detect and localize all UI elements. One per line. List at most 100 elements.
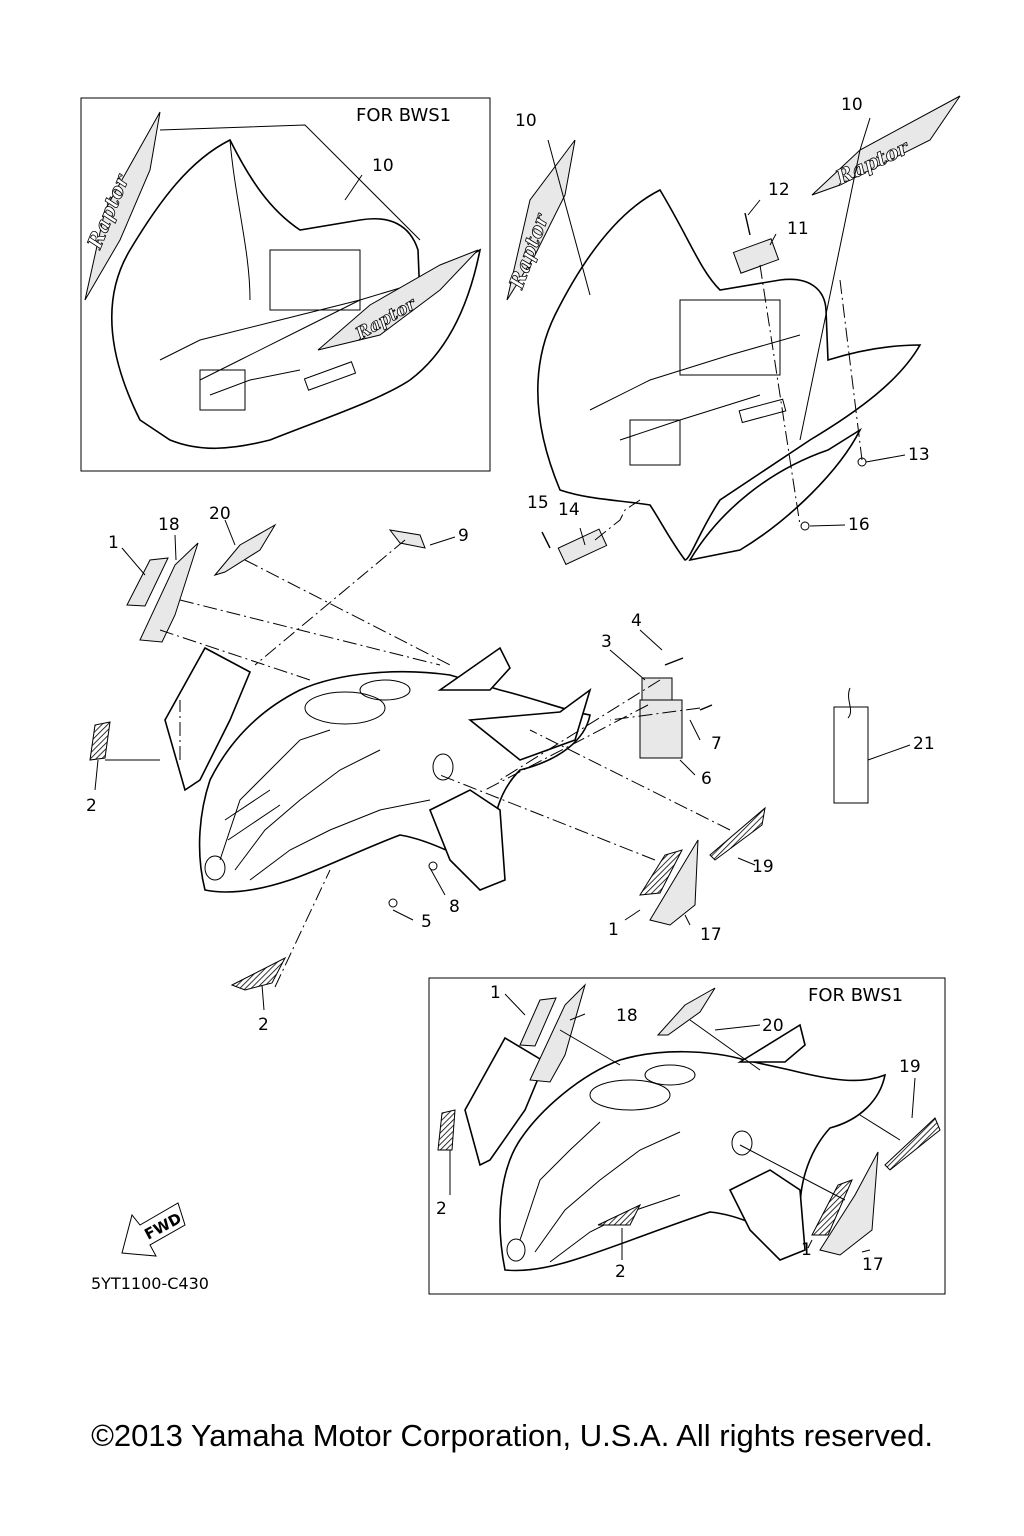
front-fender-bracket [437,646,511,691]
decal-2-side [89,721,111,761]
front-fender-ribs [219,729,431,881]
callout-10-b: 10 [841,95,863,115]
callout-11: 11 [787,219,809,239]
decal-1-top [126,557,169,607]
front-fender-wheel-arch [428,789,506,891]
inset-frame [80,97,491,472]
fwd-arrow-icon [121,1202,186,1257]
front-fender-left-wing [164,646,252,792]
callout-6: 6 [701,769,712,789]
part-14 [557,528,608,566]
part-5 [388,898,398,908]
leader-10 [159,124,421,241]
callout-12: 12 [768,180,790,200]
callout-2-side: 2 [86,796,97,816]
main-solid-leaders [94,519,911,1011]
callout-9: 9 [458,526,469,546]
parts-diagram: FOR BWS1 Raptor Raptor 10 Raptor Raptor [80,95,961,1295]
callout-15: 15 [527,493,549,513]
part-21-string [847,687,852,719]
callout-19: 19 [752,857,774,877]
bws1-decal-2-side [437,1109,456,1151]
rear-fender-shape [111,138,482,450]
headlight [204,855,226,881]
callout-2-bottom: 2 [258,1015,269,1035]
callout-3: 3 [601,632,612,652]
callout-17: 17 [700,925,722,945]
part-15 [541,531,551,549]
bws1-rear-fender-box: FOR BWS1 Raptor Raptor 10 [80,97,491,472]
callout-5: 5 [421,912,432,932]
std-storage-box [629,419,681,466]
decal-9 [388,529,426,549]
callout-20: 20 [209,504,231,524]
callout-18: 18 [158,515,180,535]
std-fender-lines [589,334,801,441]
bws1-left-wing [464,1036,547,1167]
bws1-callout-18: 18 [616,1006,638,1026]
decal-17 [649,839,699,926]
part-21-tag [833,706,869,804]
bws1-headlight [506,1238,526,1262]
std-decal-10-a [506,139,576,301]
decal-10-left [84,111,161,301]
headlight-pocket-a [304,691,386,725]
bws1-front-fender-box: FOR BWS1 1 18 20 19 2 2 1 17 [428,977,946,1295]
bws1-pocket-a [589,1079,671,1111]
bws1-callout-20: 20 [762,1016,784,1036]
bws1-dash-leaders [559,1019,901,1201]
fwd-label: FWD [141,1209,184,1243]
callout-13: 13 [908,445,930,465]
drawing-code: 5YT1100-C430 [91,1274,209,1293]
decal-20 [213,523,277,576]
bws1-callout-2-side: 2 [436,1199,447,1219]
bws1-callout-17: 17 [862,1255,884,1275]
bws1-decal-19 [884,1117,941,1171]
bws1-decal-20 [656,987,716,1036]
inset-frame-2 [428,977,946,1295]
callout-10: 10 [372,156,394,176]
callout-21: 21 [913,734,935,754]
storage-box [199,369,246,411]
part-12 [744,212,751,236]
std-decal-10-b [811,95,961,196]
seat-well [269,249,361,311]
std-small-label [738,398,787,424]
bws1-pocket-b [644,1064,696,1086]
bws1-bracket [737,1023,806,1063]
std-dash-leaders [594,264,863,541]
decal-10-right [317,249,479,351]
std-seat-well [679,299,781,376]
fwd-arrow: FWD [121,1202,186,1257]
bws1-decal-1-side [811,1179,853,1236]
bws1-decal-18 [529,983,587,1083]
callout-4: 4 [631,611,642,631]
bws1-mount-hole [731,1130,753,1156]
front-fender-vents [224,789,281,841]
parts-4-7 [664,657,713,711]
std-leaders-small [579,454,906,546]
callout-7: 7 [711,734,722,754]
main-dash-leaders [159,539,731,988]
bws1-callout-1-side: 1 [801,1240,812,1260]
std-leaders-10 [547,117,871,441]
bws1-decal-17 [819,1151,879,1256]
inset-title-2: FOR BWS1 [808,985,903,1006]
decal-1-side [639,849,683,896]
rear-fender-tail [688,427,862,562]
callout-14: 14 [558,500,580,520]
inset-title: FOR BWS1 [356,105,451,126]
bws1-callout-1: 1 [490,983,501,1003]
bws1-wheel-arch [728,1169,806,1261]
decal-2-bottom [230,956,287,991]
copyright-notice: ©2013 Yamaha Motor Corporation, U.S.A. A… [91,1418,933,1453]
part-8 [428,861,438,871]
front-fender-rear-edge [467,687,592,761]
callout-8: 8 [449,897,460,917]
callout-16: 16 [848,515,870,535]
callout-10-a: 10 [515,111,537,131]
callout-1-top: 1 [108,533,119,553]
headlight-pocket-b [359,679,411,701]
small-label [303,361,357,391]
part-16 [800,521,810,531]
